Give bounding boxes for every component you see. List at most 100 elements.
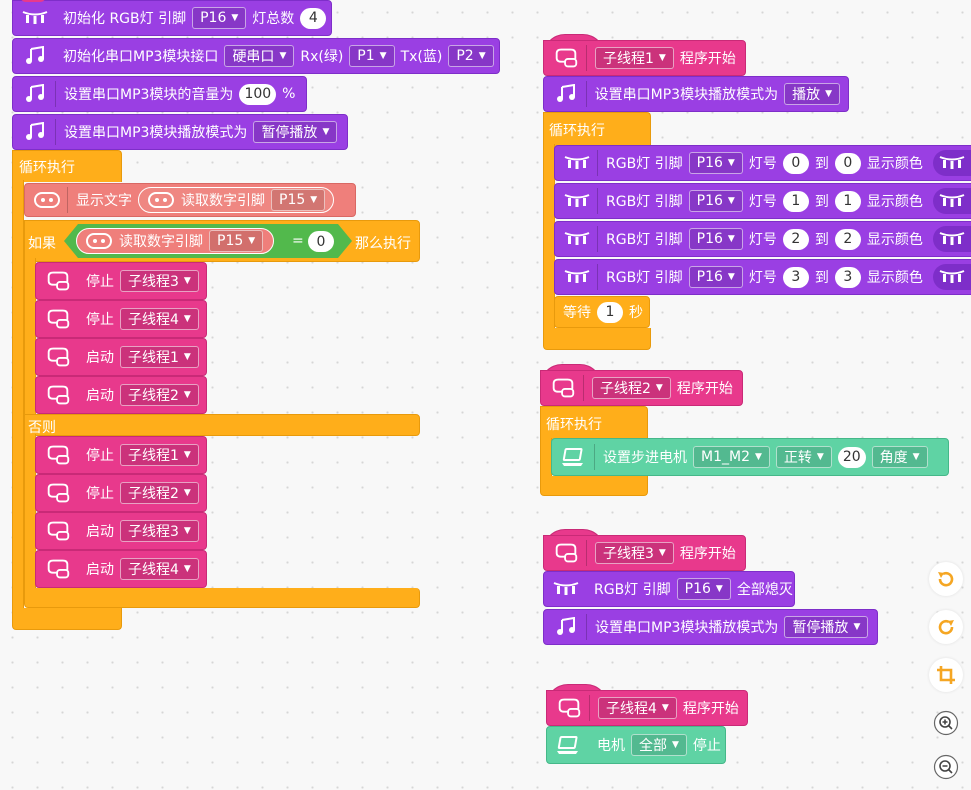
rgb-pin-dropdown[interactable]: P16▼ — [192, 7, 247, 29]
zoom-out-button[interactable] — [929, 750, 963, 784]
rgb-row-block-1[interactable]: RGB灯 引脚 P16▼ 灯号 1 到 1 显示颜色 — [554, 183, 971, 219]
read-pin-reporter[interactable]: 读取数字引脚 P15▼ — [138, 187, 335, 213]
lamp-from-input[interactable]: 0 — [782, 152, 809, 174]
rx-pin-dropdown[interactable]: P1▼ — [349, 45, 395, 67]
motor-stop-block[interactable]: 电机 全部▼ 停止 — [546, 726, 726, 764]
thread3-start-block[interactable]: 子线程3▼ 程序开始 — [543, 535, 746, 571]
main-loop-foot — [12, 608, 122, 630]
thread2-dropdown[interactable]: 子线程2▼ — [592, 377, 671, 399]
thread1-dropdown[interactable]: 子线程1▼ — [595, 47, 674, 69]
rgb-pin-dropdown[interactable]: P16▼ — [676, 578, 731, 600]
set-volume-block[interactable]: 设置串口MP3模块的音量为 100 % — [12, 76, 307, 112]
else-start-thread3-block[interactable]: 启动 子线程3▼ — [35, 512, 207, 550]
else-stop-thread1-block[interactable]: 停止 子线程1▼ — [35, 436, 207, 474]
thread-value: 子线程4 — [128, 562, 179, 578]
rgb-row-block-3[interactable]: RGB灯 引脚 P16▼ 灯号 3 到 3 显示颜色 — [554, 259, 971, 295]
color-reporter-slot[interactable] — [932, 150, 971, 176]
thread-value: 子线程3 — [128, 524, 179, 540]
lamp-to-input[interactable]: 0 — [834, 152, 861, 174]
direction-dropdown[interactable]: 正转▼ — [775, 446, 832, 468]
color-label: 显示颜色 — [866, 270, 923, 286]
rgb-pin-dropdown[interactable]: P16▼ — [688, 152, 743, 174]
color-reporter-slot[interactable] — [932, 188, 971, 214]
color-reporter-slot[interactable] — [932, 226, 971, 252]
music-note-icon — [552, 83, 580, 105]
lamp-to-input[interactable]: 1 — [834, 190, 861, 212]
zoom-in-button[interactable] — [929, 706, 963, 740]
thread-dropdown[interactable]: 子线程1▼ — [120, 346, 199, 368]
lamp-from-input[interactable]: 2 — [782, 228, 809, 250]
rgb-pin-dropdown[interactable]: P16▼ — [688, 190, 743, 212]
motor-dropdown[interactable]: 全部▼ — [631, 734, 687, 756]
thread-dropdown[interactable]: 子线程3▼ — [120, 270, 199, 292]
thread-control-icon — [555, 697, 583, 719]
rgb-pin-dropdown[interactable]: P16▼ — [688, 228, 743, 250]
chevron-down-icon: ▼ — [310, 195, 318, 205]
rgb-strip-icon — [563, 266, 591, 288]
thread-dropdown[interactable]: 子线程4▼ — [120, 558, 199, 580]
read-pin-dropdown[interactable]: P15▼ — [271, 189, 326, 211]
start-label: 程序开始 — [682, 701, 739, 717]
lamp-count-input[interactable]: 4 — [300, 7, 327, 29]
show-text-block[interactable]: 显示文字 读取数字引脚 P15▼ — [24, 183, 356, 217]
thread1-loop-block[interactable] — [543, 112, 651, 146]
rgb-all-off-block[interactable]: RGB灯 引脚 P16▼ 全部熄灭 — [543, 571, 795, 607]
chevron-down-icon: ▼ — [478, 51, 486, 61]
condition-pin-dropdown[interactable]: P15▼ — [209, 230, 264, 252]
then-stop-thread4-block[interactable]: 停止 子线程4▼ — [35, 300, 207, 338]
serial-port-dropdown[interactable]: 硬串口▼ — [224, 45, 295, 67]
thread2-start-block[interactable]: 子线程2▼ 程序开始 — [540, 370, 743, 406]
play-mode-dropdown[interactable]: 播放▼ — [784, 83, 840, 105]
unit-dropdown[interactable]: 角度▼ — [871, 446, 928, 468]
rgb-row-block-2[interactable]: RGB灯 引脚 P16▼ 灯号 2 到 2 显示颜色 — [554, 221, 971, 257]
redo-button[interactable] — [929, 610, 963, 644]
motor-dropdown[interactable]: M1_M2▼ — [693, 446, 770, 468]
volume-input[interactable]: 100 — [239, 83, 277, 105]
play-mode-dropdown[interactable]: 暂停播放▼ — [784, 616, 869, 638]
angle-input[interactable]: 20 — [837, 446, 866, 468]
rgb-pin-dropdown[interactable]: P16▼ — [688, 266, 743, 288]
thread4-start-block[interactable]: 子线程4▼ 程序开始 — [546, 690, 748, 726]
init-rgb-block[interactable]: 初始化 RGB灯 引脚 P16▼ 灯总数 4 — [12, 0, 332, 36]
wait-block[interactable]: 等待 1 秒 — [554, 296, 650, 328]
init-mp3-block[interactable]: 初始化串口MP3模块接口 硬串口▼ Rx(绿) P1▼ Tx(蓝) P2▼ — [12, 38, 500, 74]
else-stop-thread2-block[interactable]: 停止 子线程2▼ — [35, 474, 207, 512]
wait-input[interactable]: 1 — [597, 301, 623, 323]
tx-pin-dropdown[interactable]: P2▼ — [448, 45, 494, 67]
then-start-thread2-block[interactable]: 启动 子线程2▼ — [35, 376, 207, 414]
lamp-to-input[interactable]: 2 — [834, 228, 861, 250]
equals-value-input[interactable]: 0 — [308, 231, 334, 252]
then-stop-thread3-block[interactable]: 停止 子线程3▼ — [35, 262, 207, 300]
lamp-from-input[interactable]: 3 — [782, 266, 809, 288]
thread2-loop-block[interactable] — [540, 406, 648, 440]
chevron-down-icon: ▼ — [279, 51, 287, 61]
thread3-set-mode-block[interactable]: 设置串口MP3模块播放模式为 暂停播放▼ — [543, 609, 878, 645]
then-start-thread1-block[interactable]: 启动 子线程1▼ — [35, 338, 207, 376]
init-mp3-label: 初始化串口MP3模块接口 — [63, 49, 219, 65]
main-loop-block[interactable] — [12, 150, 122, 182]
else-label: 否则 — [28, 420, 56, 436]
thread-dropdown[interactable]: 子线程1▼ — [120, 444, 199, 466]
thread-dropdown[interactable]: 子线程2▼ — [120, 482, 199, 504]
play-mode-dropdown[interactable]: 暂停播放▼ — [253, 121, 338, 143]
laptop-icon — [555, 734, 583, 756]
thread1-start-block[interactable]: 子线程1▼ 程序开始 — [543, 40, 746, 76]
crop-button[interactable] — [929, 658, 963, 692]
read-pin-condition-reporter[interactable]: 读取数字引脚 P15▼ — [76, 228, 274, 254]
lamp-from-input[interactable]: 1 — [782, 190, 809, 212]
thread3-dropdown[interactable]: 子线程3▼ — [595, 542, 674, 564]
thread-dropdown[interactable]: 子线程4▼ — [120, 308, 199, 330]
thread-control-icon — [44, 558, 72, 580]
lamp-to-input[interactable]: 3 — [834, 266, 861, 288]
thread4-dropdown[interactable]: 子线程4▼ — [598, 697, 677, 719]
set-mode-block[interactable]: 设置串口MP3模块播放模式为 暂停播放▼ — [12, 114, 348, 150]
thread-dropdown[interactable]: 子线程2▼ — [120, 384, 199, 406]
undo-button[interactable] — [929, 562, 963, 596]
else-start-thread4-block[interactable]: 启动 子线程4▼ — [35, 550, 207, 588]
color-reporter-slot[interactable] — [932, 264, 971, 290]
thread-dropdown[interactable]: 子线程3▼ — [120, 520, 199, 542]
rgb-row-block-0[interactable]: RGB灯 引脚 P16▼ 灯号 0 到 0 显示颜色 — [554, 145, 971, 181]
stepper-motor-block[interactable]: 设置步进电机 M1_M2▼ 正转▼ 20 角度▼ — [551, 438, 949, 476]
thread1-set-mode-block[interactable]: 设置串口MP3模块播放模式为 播放▼ — [543, 76, 849, 112]
